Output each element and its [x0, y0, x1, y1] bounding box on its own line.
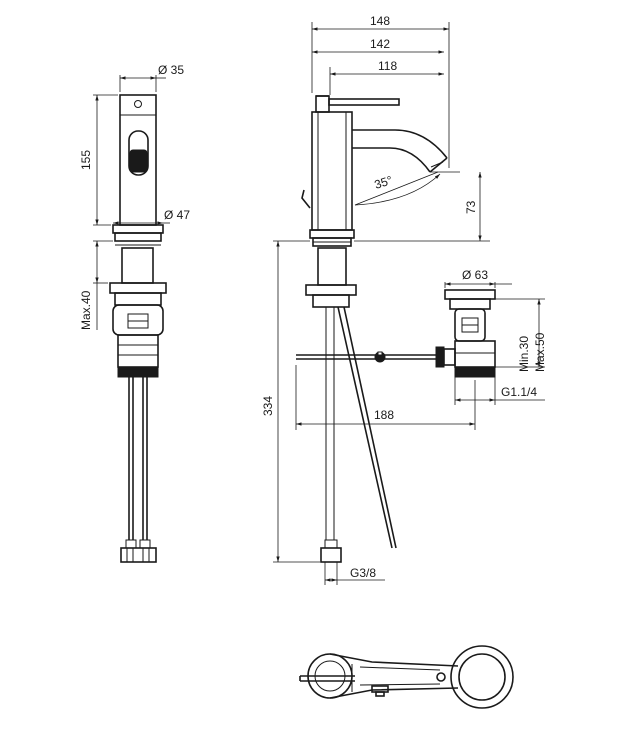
front-view [93, 75, 170, 563]
dim-label-188: 188 [374, 408, 394, 422]
dim-label-dia-47: Ø 47 [164, 208, 190, 222]
drain-connector [435, 346, 445, 368]
dim-label-142: 142 [370, 37, 390, 51]
dim-label-max-50: Max.50 [533, 332, 547, 372]
dim-label-max-40: Max.40 [79, 290, 93, 330]
dim-label-g-1-1-4: G1.1/4 [501, 385, 537, 399]
dim-label-dia-35: Ø 35 [158, 63, 184, 77]
dim-label-155: 155 [79, 150, 93, 170]
dim-label-min-30: Min.30 [517, 336, 531, 372]
drain-thread [454, 366, 496, 378]
dim-label-73: 73 [464, 200, 478, 214]
dim-label-dia-63: Ø 63 [462, 268, 488, 282]
side-view [273, 22, 545, 585]
aerator-outlet [129, 149, 148, 173]
dim-label-g-3-8: G3/8 [350, 566, 376, 580]
dim-label-118: 118 [378, 59, 397, 73]
lever-pivot-icon [134, 100, 142, 108]
dim-label-148: 148 [370, 14, 390, 28]
top-view [299, 645, 514, 709]
thread-section [117, 366, 159, 378]
dim-label-334: 334 [261, 396, 275, 416]
dim-label-angle-35: 35° [373, 173, 395, 192]
